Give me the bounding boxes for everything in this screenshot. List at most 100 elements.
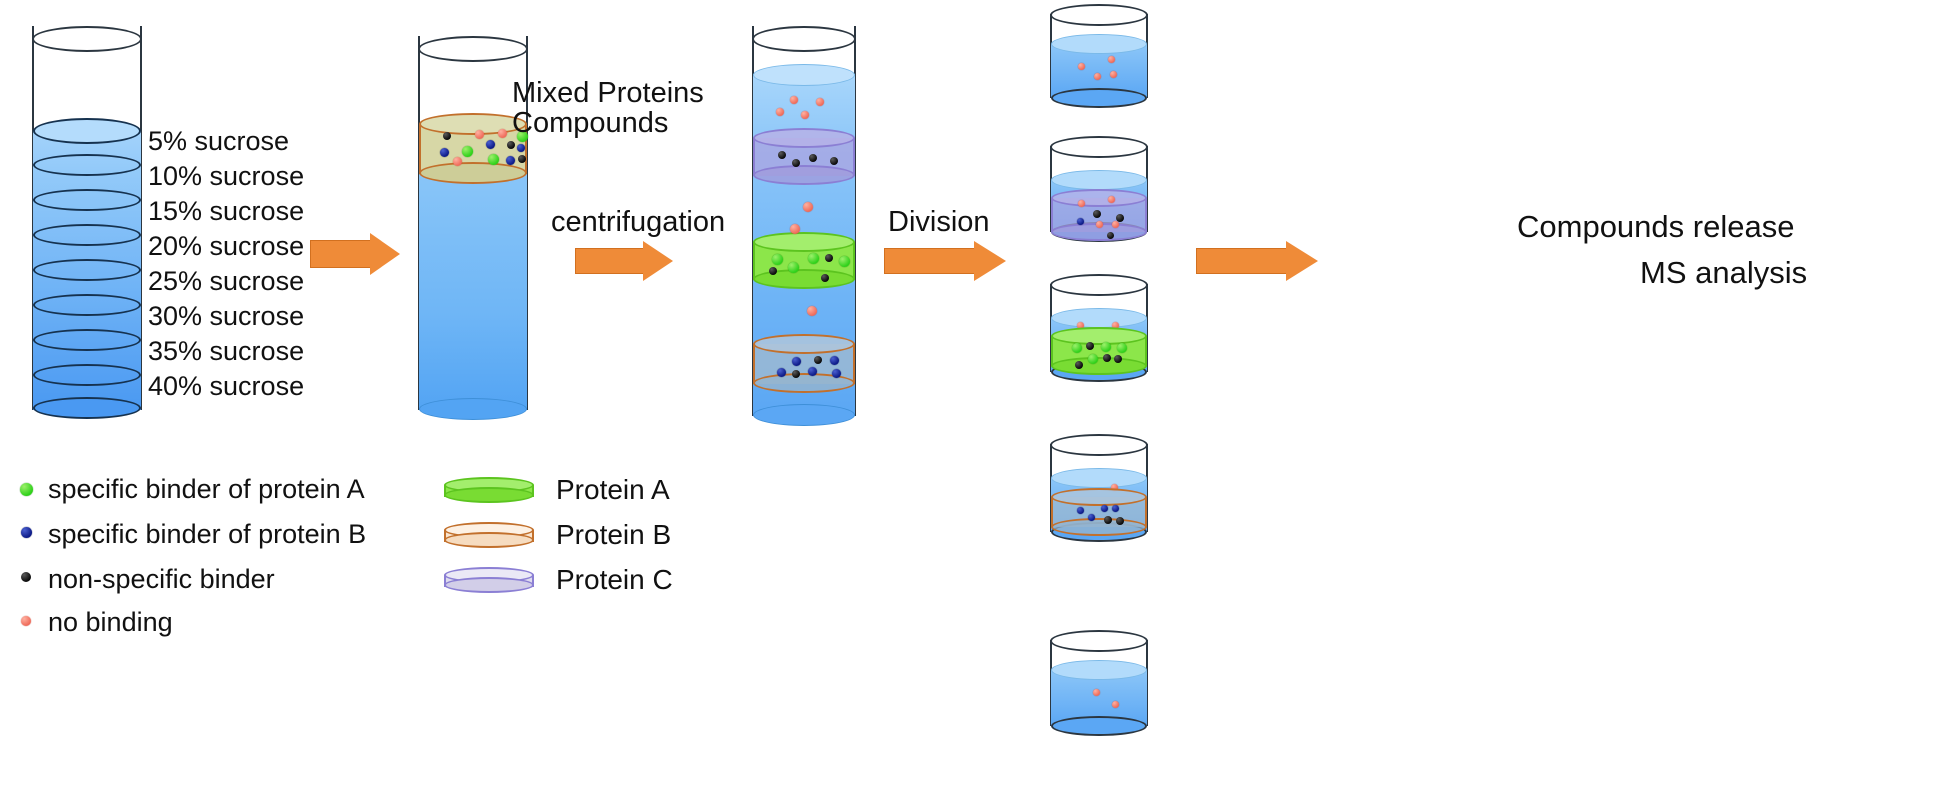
dot-binder-b (517, 144, 525, 152)
dot-binder-b (1101, 505, 1108, 512)
dot-nonspecific-binder (1075, 361, 1083, 369)
dot-nonspecific-binder (443, 132, 451, 140)
layer-divider (33, 189, 141, 211)
dot-binder-b (506, 156, 515, 165)
separated-bands-tube (752, 26, 856, 426)
dot-nonspecific-binder (1104, 516, 1112, 524)
dot-nonspecific-binder (1116, 214, 1124, 222)
tube-wall-right (854, 26, 856, 416)
liquid-surface (1051, 34, 1147, 54)
band-protein-c-top (1051, 189, 1147, 207)
fraction-protein-a (1050, 274, 1148, 382)
band-protein-c-bottom (753, 165, 855, 185)
legend-dot-binder-b (21, 527, 32, 538)
sample-band-top (419, 113, 527, 135)
division-label: Division (888, 206, 990, 238)
dot-binder-b (1077, 507, 1084, 514)
dot-nonspecific-binder (1103, 354, 1111, 362)
liquid-surface (1051, 170, 1147, 190)
tube-bottom (419, 398, 527, 420)
dot-binder-a (839, 256, 850, 267)
dot-binder-a (462, 146, 473, 157)
layer-divider (33, 224, 141, 246)
dot-no-binding (475, 130, 484, 139)
arrow-centrifugation (575, 241, 675, 281)
dot-no-binding (1112, 322, 1119, 329)
dot-no-binding (776, 108, 784, 116)
dot-no-binding (1077, 322, 1084, 329)
centrifugation-label: centrifugation (551, 206, 726, 238)
dot-nonspecific-binder (1086, 342, 1094, 350)
sucrose-label-25: 25% sucrose (148, 266, 305, 296)
dot-nonspecific-binder (769, 267, 777, 275)
dot-binder-b (792, 357, 801, 366)
dot-no-binding (498, 129, 507, 138)
beaker-wall-right (1146, 640, 1148, 726)
dot-binder-a (1072, 343, 1082, 353)
dot-nonspecific-binder (809, 154, 817, 162)
dot-binder-b (832, 369, 841, 378)
dot-binder-a (1088, 354, 1098, 364)
compounds-label: Compounds (512, 107, 669, 139)
dot-no-binding (1078, 200, 1085, 207)
layer-divider (33, 154, 141, 176)
dot-no-binding (1096, 221, 1103, 228)
fraction-protein-c (1050, 136, 1148, 242)
dot-nonspecific-binder (1116, 517, 1124, 525)
dot-nonspecific-binder (518, 155, 526, 163)
dot-binder-a (1117, 343, 1127, 353)
sucrose-label-5: 5% sucrose (148, 126, 290, 156)
sucrose-label-10: 10% sucrose (148, 161, 305, 191)
gradient-meniscus (33, 118, 141, 144)
legend-disc-protein-c (444, 567, 534, 593)
dot-binder-b (1077, 218, 1084, 225)
legend-label-protein-c: Protein C (556, 564, 673, 595)
sucrose-label-30: 30% sucrose (148, 301, 305, 331)
band-protein-a-top (753, 232, 855, 252)
dot-binder-b (440, 148, 449, 157)
dot-no-binding (1108, 56, 1115, 63)
tube-rim (32, 26, 142, 52)
dot-binder-b (830, 356, 839, 365)
tube-bottom (753, 404, 855, 426)
band-protein-b-top (753, 334, 855, 354)
beaker-wall-right (1146, 444, 1148, 532)
dot-nonspecific-binder (1093, 210, 1101, 218)
dot-binder-b (486, 140, 495, 149)
legend-disc-protein-a (444, 477, 534, 503)
beaker-rim (1050, 274, 1148, 296)
sucrose-gradient-tube (32, 26, 142, 419)
beaker-rim (1050, 630, 1148, 652)
dot-no-binding (790, 96, 798, 104)
legend-label-binder-b: specific binder of protein B (48, 519, 367, 549)
dot-no-binding (816, 98, 824, 106)
dot-nonspecific-binder (792, 159, 800, 167)
dot-nonspecific-binder (507, 141, 515, 149)
band-protein-b-bottom (753, 373, 855, 393)
dot-no-binding (807, 306, 817, 316)
dot-binder-a (772, 254, 783, 265)
sucrose-label-35: 35% sucrose (148, 336, 305, 366)
ms-analysis-label: MS analysis (1640, 255, 1808, 290)
beaker-bottom (1051, 88, 1147, 108)
legend-label-binder-a: specific binder of protein A (48, 474, 365, 504)
dot-binder-b (1112, 505, 1119, 512)
sucrose-label-40: 40% sucrose (148, 371, 305, 401)
tube-rim (418, 36, 528, 62)
legend-label-no-binding: no binding (48, 607, 173, 637)
layer-divider (33, 259, 141, 281)
fraction-protein-b (1050, 434, 1148, 542)
legend-label-nonspecific-binder: non-specific binder (48, 564, 275, 594)
compounds-release-label: Compounds release (1517, 209, 1795, 244)
beaker-rim (1050, 4, 1148, 26)
dot-no-binding (1108, 196, 1115, 203)
dot-binder-b (808, 367, 817, 376)
dot-binder-a (808, 253, 819, 264)
dot-no-binding (790, 224, 800, 234)
dot-nonspecific-binder (825, 254, 833, 262)
dot-binder-a (1101, 342, 1111, 352)
band-protein-c-top (753, 128, 855, 148)
band-protein-a-bottom (1051, 357, 1147, 375)
dot-no-binding (1078, 63, 1085, 70)
dot-no-binding (1094, 73, 1101, 80)
